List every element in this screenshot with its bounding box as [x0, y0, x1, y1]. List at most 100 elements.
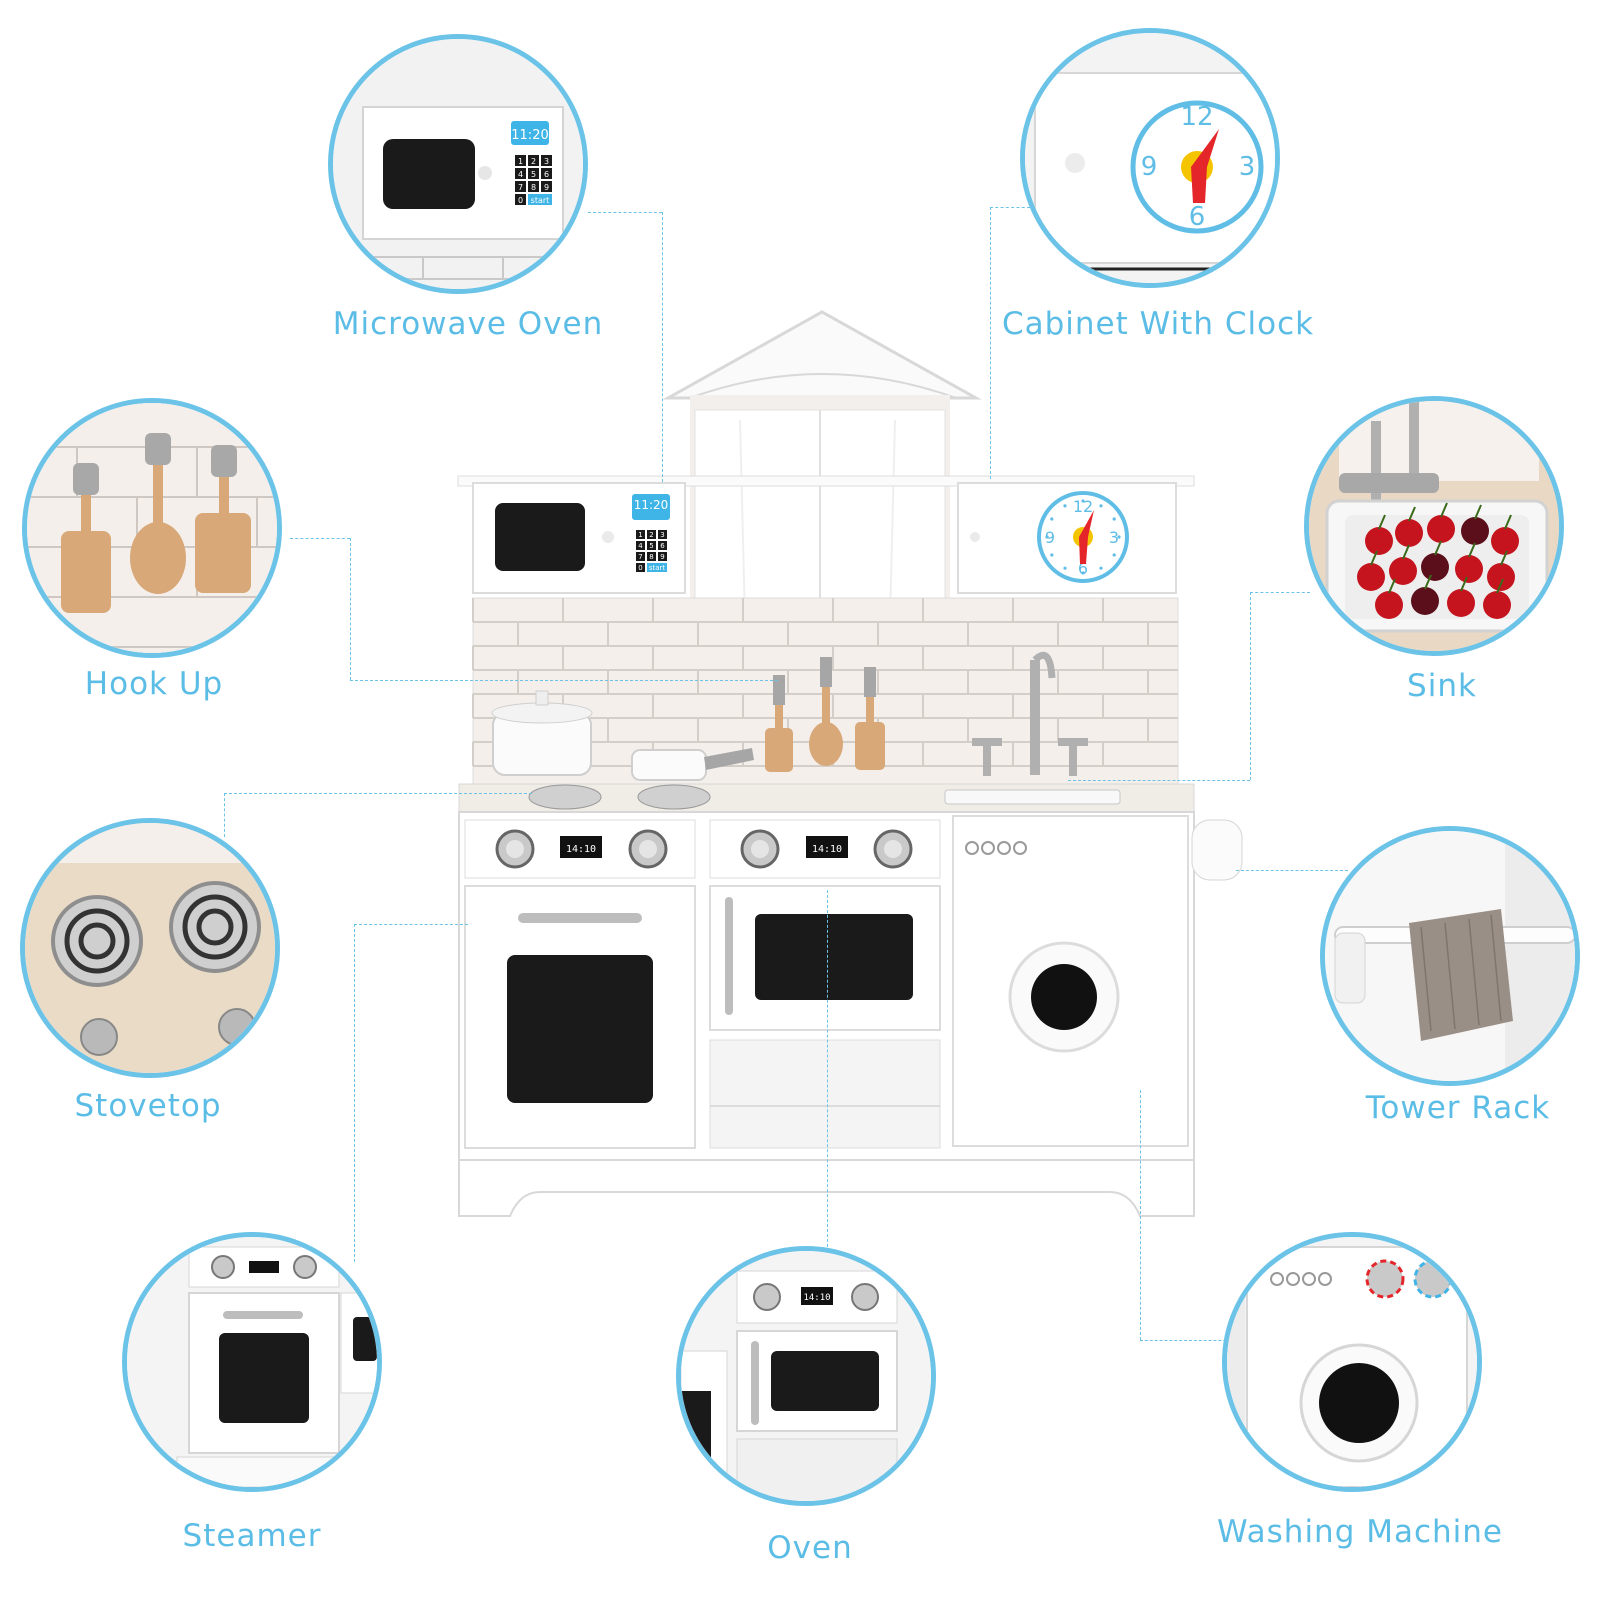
- clock-number-3: 3: [1109, 528, 1119, 547]
- roof-scallop: [689, 373, 957, 399]
- leader-steamer-h: [354, 924, 468, 925]
- keypad-key: [541, 181, 552, 192]
- cherry-stem: [1460, 576, 1468, 592]
- steamer-window: [507, 955, 653, 1103]
- keypad-key-label: 0: [518, 196, 523, 205]
- stove-knob-center: [751, 840, 769, 858]
- faucet: [972, 652, 1088, 776]
- cherry: [1421, 553, 1449, 581]
- keypad-key-label: 8: [531, 183, 536, 192]
- keypad-key: [636, 552, 645, 561]
- keypad-key: [636, 530, 645, 539]
- cherry: [1389, 557, 1417, 585]
- leader-washer-v: [1140, 1090, 1141, 1340]
- oven-window: [755, 914, 913, 1000]
- washer-door-window: [1031, 964, 1097, 1030]
- label-tower-rack: Tower Rack: [1365, 1090, 1551, 1126]
- keypad-key-label: 6: [544, 170, 549, 179]
- clock-tick: [1117, 535, 1121, 539]
- keypad-key: [528, 155, 539, 166]
- keypad-key-label: start: [531, 196, 550, 205]
- sink-basin: [944, 789, 1121, 805]
- cherry-stem: [1496, 578, 1504, 594]
- keypad-key: [647, 530, 656, 539]
- cherry-stem: [1402, 544, 1410, 560]
- oven-handle: [725, 897, 733, 1015]
- callout-oven: 14:10: [676, 1246, 936, 1506]
- keypad-key-label: 6: [660, 542, 665, 550]
- label-cabinet-with-clock: Cabinet With Clock: [1001, 306, 1315, 342]
- keypad-key: [647, 541, 656, 550]
- cherry-stem: [1468, 542, 1476, 558]
- clock-number-9: 9: [1045, 528, 1055, 547]
- callout-tower-rack: [1320, 826, 1580, 1086]
- leader-microwave-v: [662, 212, 663, 482]
- callout-steamer: [122, 1232, 382, 1492]
- cherry-stem: [1388, 578, 1396, 594]
- leader-hook-v: [350, 538, 351, 680]
- upper-shelf: [457, 475, 1195, 487]
- clock-tick: [1063, 504, 1067, 508]
- cherry: [1491, 527, 1519, 555]
- washer-closeup: [1227, 1237, 1477, 1487]
- steamer-closeup: [127, 1237, 377, 1487]
- cherry: [1411, 587, 1439, 615]
- stove-knob-center: [506, 840, 524, 858]
- clock-tick: [1099, 504, 1103, 508]
- clock-cabinet: 12 3 6 9: [957, 482, 1177, 594]
- clock-tick: [1112, 517, 1116, 521]
- curtain: [694, 409, 946, 626]
- keypad-key-label: 2: [531, 157, 536, 166]
- label-microwave-oven: Microwave Oven: [332, 306, 604, 342]
- leader-sink-h1: [1250, 592, 1310, 593]
- label-steamer: Steamer: [182, 1518, 322, 1554]
- keypad-key-label: start: [649, 564, 666, 572]
- cherry: [1455, 555, 1483, 583]
- keypad-key: [658, 530, 667, 539]
- label-washing-machine: Washing Machine: [1216, 1514, 1504, 1550]
- sink-closeup: [1309, 401, 1559, 651]
- keypad-key: [515, 168, 526, 179]
- clock-tick: [1081, 571, 1085, 575]
- oven-display-left: 14:10: [566, 844, 596, 855]
- keypad-key: [528, 168, 539, 179]
- clock-tick: [1050, 553, 1054, 557]
- clock-closeup: 12 3 6 9: [1025, 33, 1275, 283]
- leader-clock-h: [990, 207, 1030, 208]
- display-middle-bg: [806, 836, 848, 858]
- cherry-stem: [1500, 550, 1508, 566]
- keypad-key: [647, 552, 656, 561]
- cherry: [1395, 519, 1423, 547]
- cherry: [1427, 515, 1455, 543]
- callout-stovetop: [20, 818, 280, 1078]
- keypad-key-label: 5: [531, 170, 536, 179]
- clock-hand: [1079, 510, 1094, 564]
- clock-tick: [1099, 566, 1103, 570]
- keypad-key-label: 0: [638, 564, 642, 572]
- cherry: [1461, 517, 1489, 545]
- hanging-utensils: [765, 657, 885, 772]
- leader-washer-h: [1140, 1340, 1236, 1341]
- leader-microwave-h: [588, 212, 662, 213]
- keypad-key-label: 4: [518, 170, 523, 179]
- cherry: [1365, 527, 1393, 555]
- microwave-display-bg: [632, 494, 670, 520]
- keypad-key: [541, 168, 552, 179]
- hooks-closeup: [27, 403, 277, 653]
- cherry: [1483, 591, 1511, 619]
- label-sink: Sink: [1407, 668, 1477, 704]
- stove-knob-center: [639, 840, 657, 858]
- stovetop-closeup: [25, 823, 275, 1073]
- label-oven: Oven: [767, 1530, 853, 1566]
- keypad-key: [515, 181, 526, 192]
- towel-rack: [1191, 819, 1243, 881]
- cherry-stem: [1370, 550, 1378, 566]
- keypad-key-label: 5: [649, 542, 653, 550]
- callout-cabinet-with-clock: 12 3 6 9: [1020, 28, 1280, 288]
- callout-clock-6: 6: [1189, 202, 1206, 232]
- clock-tick: [1081, 499, 1085, 503]
- keypad-key: [636, 563, 645, 572]
